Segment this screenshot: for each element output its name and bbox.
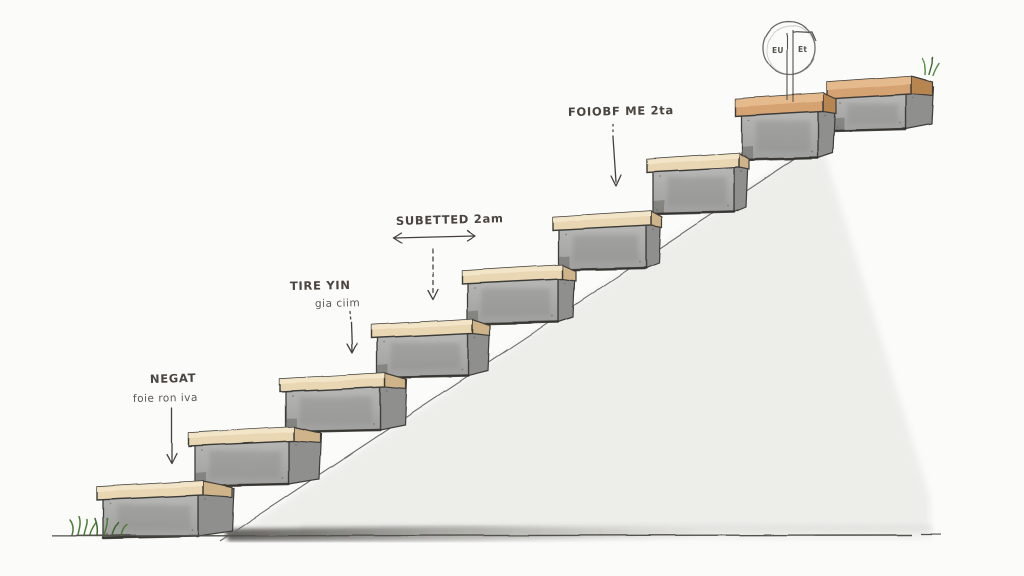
arrow-down-2-dotted	[349, 311, 352, 324]
grass-tuft-left	[65, 516, 131, 537]
stair-shadow-wash	[230, 152, 930, 538]
speckle-dot	[204, 498, 206, 500]
step-block-2	[188, 426, 322, 488]
tread-top	[371, 319, 473, 330]
detail-callout: EU Et	[762, 20, 817, 102]
width-arrowhead-left	[393, 232, 403, 244]
block-inner-shade	[391, 343, 460, 370]
speckle-dot	[824, 114, 826, 116]
step-block-5	[461, 264, 577, 326]
step-block-3	[279, 372, 408, 434]
block-underside	[651, 210, 736, 216]
speckle-dot	[474, 287, 476, 289]
step-block-1	[96, 480, 235, 540]
width-arrowhead-right	[466, 230, 476, 242]
label-foiobf: FOIOBF ME 2ta	[568, 103, 674, 119]
block-inner-shade	[573, 235, 638, 262]
arrowhead-1	[166, 452, 178, 464]
speckle-dot	[564, 282, 566, 284]
annotation-step1: NEGAT foie ron iva	[133, 371, 198, 464]
tread-top	[647, 153, 739, 164]
speckle-dot	[652, 228, 654, 230]
step-block-7	[646, 151, 750, 216]
steps-layer	[96, 75, 935, 540]
block-inner-shade	[482, 289, 550, 316]
speckle-dot	[373, 423, 375, 425]
speckle-dot	[106, 533, 108, 535]
label-negat: NEGAT	[150, 371, 197, 386]
junction-shadow	[833, 117, 844, 131]
speckle-dot	[191, 529, 193, 531]
arrowhead-2	[346, 342, 358, 354]
ground-line	[51, 534, 913, 537]
speckle-dot	[639, 261, 641, 263]
callout-flag	[792, 30, 817, 42]
arrow-down-4	[612, 136, 617, 183]
arrow-down-2	[350, 322, 353, 352]
step-block-6	[552, 209, 663, 272]
speckle-dot	[551, 315, 553, 317]
block-inner-shade	[667, 177, 726, 206]
speckle-dot	[656, 209, 658, 211]
annotations-layer: NEGAT foie ron iva TIRE YIN gia ciim SUB…	[133, 20, 817, 464]
speckle-dot	[748, 119, 750, 121]
label-tire-yin: TIRE YIN	[290, 278, 351, 293]
callout-text-left: EU	[772, 46, 784, 55]
tread-top	[97, 481, 203, 492]
speckle-dot	[292, 395, 294, 397]
speckle-dot	[565, 233, 567, 235]
block-inner-shade	[300, 397, 372, 424]
annotation-step7: FOIOBF ME 2ta	[568, 103, 674, 187]
speckle-dot	[912, 97, 914, 99]
annotation-step4: SUBETTED 2am	[393, 211, 504, 301]
speckle-dot	[295, 444, 297, 446]
tread-side	[910, 75, 934, 97]
junction-shadow	[653, 200, 664, 214]
speckle-dot	[836, 126, 838, 128]
arrowhead-4	[610, 174, 622, 187]
step-block-4	[370, 318, 491, 380]
ground-line-group	[51, 533, 941, 537]
block-inner-shade	[756, 121, 810, 152]
speckle-dot	[811, 151, 813, 153]
callout-text-right: Et	[798, 45, 807, 54]
block-underside	[831, 127, 908, 133]
grass-tuft-right	[921, 56, 940, 76]
speckle-dot	[282, 477, 284, 479]
tread-top	[736, 93, 823, 107]
ground-cast-shadow	[224, 526, 706, 541]
speckle-dot	[461, 369, 463, 371]
speckle-dot	[201, 449, 203, 451]
label-subetted: SUBETTED 2am	[396, 211, 504, 228]
block-inner-shade	[209, 451, 281, 478]
speckle-dot	[899, 122, 901, 124]
speckle-dot	[386, 390, 388, 392]
speckle-dot	[659, 175, 661, 177]
tread-top	[827, 76, 911, 90]
speckle-dot	[383, 341, 385, 343]
speckle-dot	[727, 205, 729, 207]
speckle-dot	[109, 503, 111, 505]
tread-top	[462, 265, 563, 276]
speckle-dot	[474, 336, 476, 338]
step-block-8	[735, 92, 837, 162]
step-block-9	[826, 75, 935, 133]
block-inner-shade	[117, 505, 190, 530]
callout-circle	[762, 20, 816, 76]
tread-top	[280, 373, 385, 384]
width-arrow	[394, 235, 475, 239]
tread-top	[189, 427, 294, 438]
label-tire-yin-sub: gia ciim	[315, 297, 360, 310]
block-inner-shade	[847, 104, 898, 123]
speckle-dot	[740, 170, 742, 172]
arrowhead-3	[427, 289, 439, 301]
speckle-dot	[839, 102, 841, 104]
label-negat-sub: foie ron iva	[133, 392, 198, 405]
tread-top	[553, 211, 651, 222]
block-underside	[740, 156, 820, 162]
annotation-step3: TIRE YIN gia ciim	[290, 278, 360, 354]
